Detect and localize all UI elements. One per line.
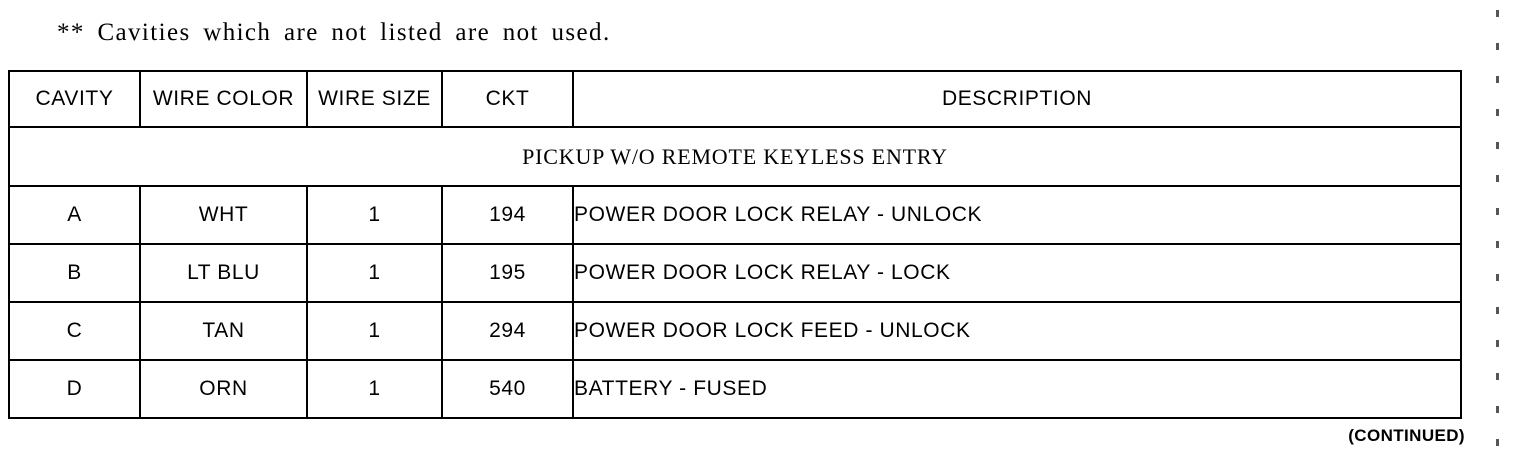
column-header-ckt: CKT xyxy=(441,70,574,128)
cell-description: POWER DOOR LOCK RELAY - UNLOCK xyxy=(572,185,1462,245)
column-header-cavity: CAVITY xyxy=(8,70,141,128)
cell-wire-size: 1 xyxy=(306,185,443,245)
cell-description: POWER DOOR LOCK RELAY - LOCK xyxy=(572,243,1462,303)
table-row: D ORN 1 540 BATTERY - FUSED xyxy=(8,359,1462,419)
table-row: C TAN 1 294 POWER DOOR LOCK FEED - UNLOC… xyxy=(8,301,1462,361)
cell-wire-color: TAN xyxy=(139,301,308,361)
cell-wire-size: 1 xyxy=(306,243,443,303)
table-row: A WHT 1 194 POWER DOOR LOCK RELAY - UNLO… xyxy=(8,185,1462,245)
cell-ckt: 540 xyxy=(441,359,574,419)
section-title-row: PICKUP W/O REMOTE KEYLESS ENTRY xyxy=(8,126,1462,187)
cell-ckt: 194 xyxy=(441,185,574,245)
cell-ckt: 294 xyxy=(441,301,574,361)
cell-ckt: 195 xyxy=(441,243,574,303)
wire-connector-table: CAVITY WIRE COLOR WIRE SIZE CKT DESCRIPT… xyxy=(8,70,1462,419)
column-header-description: DESCRIPTION xyxy=(572,70,1462,128)
cell-description: BATTERY - FUSED xyxy=(572,359,1462,419)
cell-wire-color: LT BLU xyxy=(139,243,308,303)
cell-wire-size: 1 xyxy=(306,301,443,361)
cell-wire-color: WHT xyxy=(139,185,308,245)
cell-description: POWER DOOR LOCK FEED - UNLOCK xyxy=(572,301,1462,361)
scan-edge-artifact xyxy=(1496,10,1499,450)
table-row: B LT BLU 1 195 POWER DOOR LOCK RELAY - L… xyxy=(8,243,1462,303)
column-header-wire-size: WIRE SIZE xyxy=(306,70,443,128)
table-header-row: CAVITY WIRE COLOR WIRE SIZE CKT DESCRIPT… xyxy=(8,70,1462,128)
cell-cavity: D xyxy=(8,359,141,419)
cavities-footnote: ** Cavities which are not listed are not… xyxy=(57,19,611,46)
column-header-wire-color: WIRE COLOR xyxy=(139,70,308,128)
continued-label: (CONTINUED) xyxy=(1348,426,1465,445)
cell-cavity: B xyxy=(8,243,141,303)
cell-cavity: A xyxy=(8,185,141,245)
cell-cavity: C xyxy=(8,301,141,361)
cell-wire-size: 1 xyxy=(306,359,443,419)
cell-wire-color: ORN xyxy=(139,359,308,419)
section-title: PICKUP W/O REMOTE KEYLESS ENTRY xyxy=(8,126,1462,187)
